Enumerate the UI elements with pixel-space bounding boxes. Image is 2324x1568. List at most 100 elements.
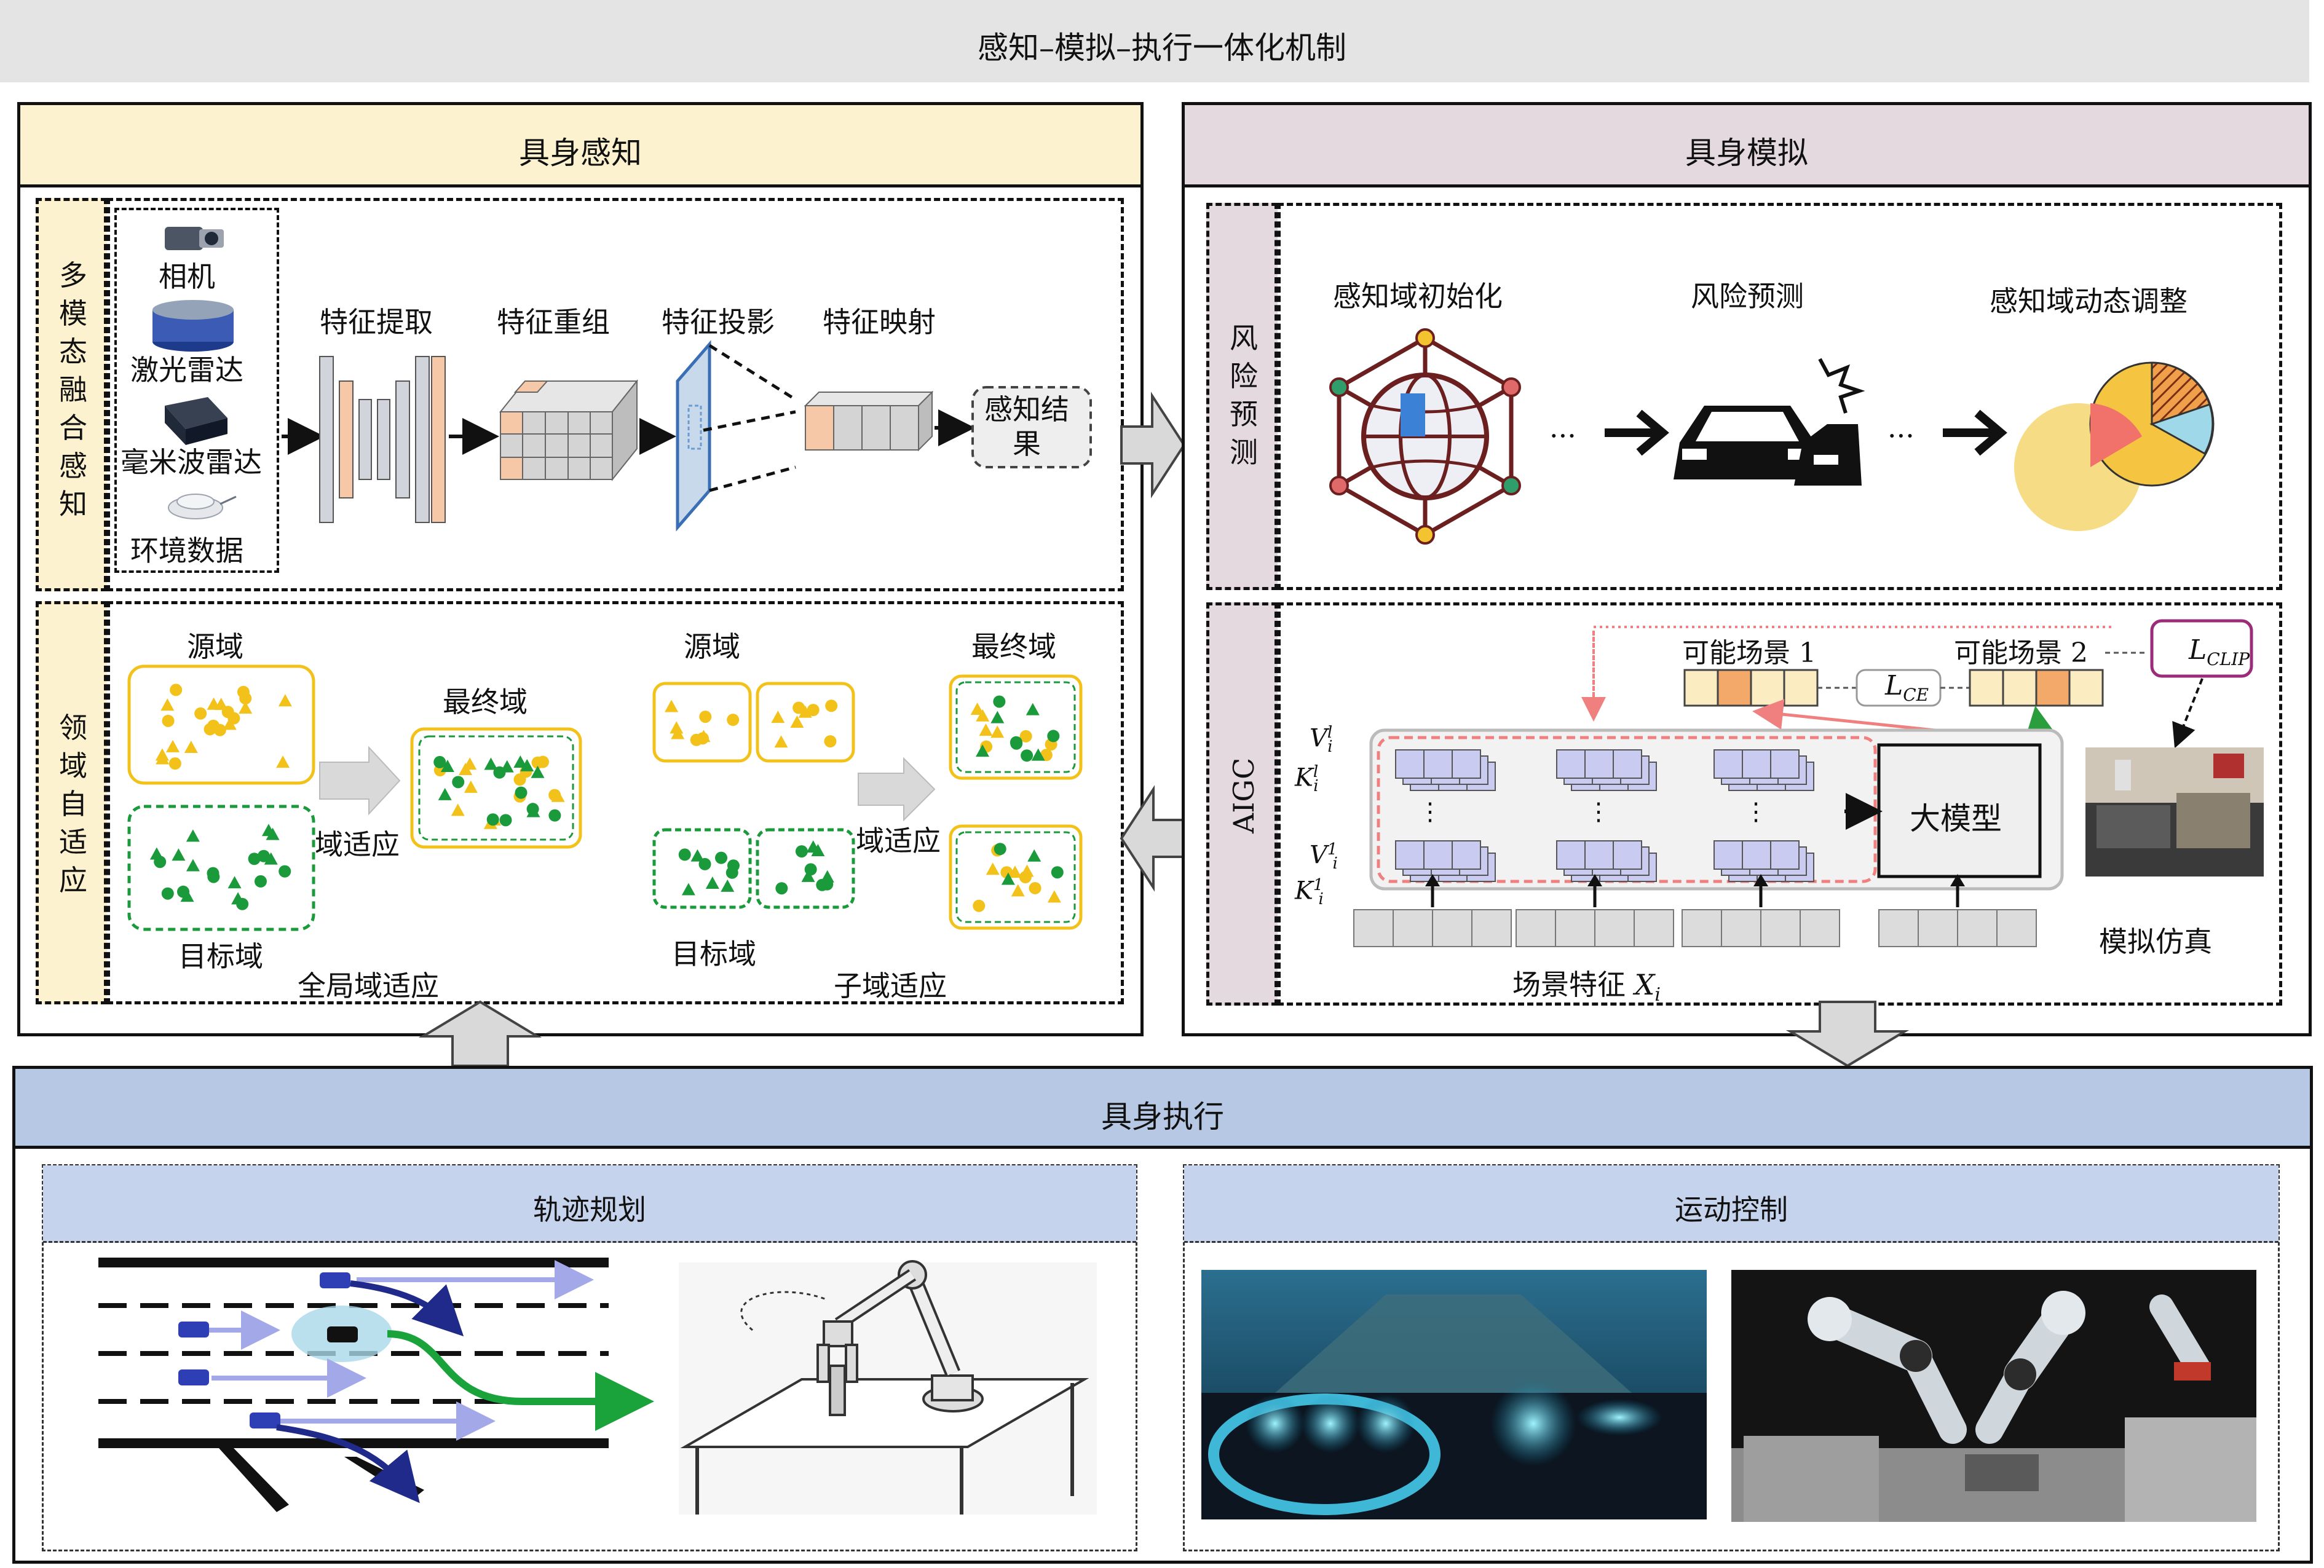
triangle-mark — [771, 711, 785, 723]
sensor-list-box — [114, 208, 279, 573]
triangle-mark — [223, 717, 237, 730]
triangle-mark — [207, 697, 221, 710]
triangle-mark — [1001, 872, 1015, 885]
dot-mark — [515, 786, 528, 799]
arrow-simulation-to-execution — [1785, 1001, 1910, 1068]
triangle-mark — [1031, 748, 1045, 761]
kv-token — [1452, 840, 1481, 870]
kv-token — [1742, 840, 1771, 870]
dot-mark — [795, 845, 808, 858]
triangle-mark — [278, 694, 292, 707]
aigc-box — [1278, 602, 2282, 1006]
scene-feature-token — [1393, 909, 1433, 947]
scene-feature-token — [1594, 909, 1635, 947]
trajectory-header: 轨迹规划 — [43, 1165, 1136, 1243]
dot-mark — [161, 887, 174, 900]
multimodal-box — [107, 198, 1124, 591]
vdots-3: ⋮ — [1744, 798, 1768, 826]
environment-sensor-icon — [168, 494, 237, 519]
scene-feature-token — [1432, 909, 1472, 947]
industrial-robot-image — [1731, 1270, 2256, 1522]
triangle-mark — [970, 703, 984, 715]
perception-header: 具身感知 — [20, 105, 1140, 187]
triangle-mark — [798, 705, 812, 718]
triangle-mark — [231, 892, 245, 905]
dot-mark — [678, 848, 691, 861]
kv-token — [1395, 749, 1425, 779]
arrow-simulation-to-perception — [1120, 785, 1185, 892]
up-arrow-head — [1587, 874, 1602, 886]
camera-icon — [165, 227, 224, 250]
adaptation-box — [107, 601, 1124, 1004]
dot-mark — [775, 882, 788, 895]
triangle-mark — [186, 859, 200, 872]
execution-header: 具身执行 — [15, 1069, 2310, 1149]
dot-mark — [1021, 749, 1034, 762]
stage-feature-reorganize: 特征重组 — [497, 305, 610, 339]
triangle-mark — [264, 852, 278, 865]
k-1-label: K1i — [1295, 876, 1324, 909]
triangle-mark — [160, 698, 175, 711]
simulation-header: 具身模拟 — [1185, 105, 2309, 187]
dot-mark — [993, 695, 1006, 708]
road-trajectory-graphic — [98, 1258, 654, 1512]
motion-box — [1183, 1164, 2280, 1551]
sub-caption: 子域适应 — [834, 969, 947, 1003]
triangle-mark — [438, 787, 452, 800]
sub-target-label: 目标域 — [671, 937, 756, 971]
risk-side-label: 风险预测 — [1206, 203, 1278, 590]
stage-feature-mapping: 特征映射 — [823, 305, 936, 339]
global-source-label: 源域 — [187, 630, 243, 663]
triangle-mark — [464, 780, 478, 793]
trajectory-box — [42, 1164, 1137, 1551]
dot-mark — [526, 803, 539, 816]
motion-header: 运动控制 — [1184, 1165, 2279, 1243]
triangle-mark — [1011, 884, 1025, 897]
kv-token — [1584, 749, 1614, 779]
dot-mark — [1051, 866, 1064, 879]
sensor-lidar: 激光雷达 — [130, 353, 243, 387]
dot-mark — [433, 755, 446, 768]
dot-mark — [499, 814, 512, 827]
triangle-mark — [513, 755, 528, 768]
dot-mark — [168, 757, 181, 770]
dot-mark — [257, 849, 270, 862]
feature-pipeline — [282, 340, 1092, 532]
triangle-mark — [681, 883, 695, 896]
v-l-label: Vli — [1310, 723, 1333, 757]
pie-chart-icon — [2014, 361, 2215, 531]
triangle-mark — [670, 721, 684, 734]
dot-mark — [548, 789, 561, 802]
up-arrow-head — [1753, 874, 1768, 886]
dot-mark — [221, 706, 234, 719]
dot-mark — [697, 732, 709, 745]
kv-token — [1713, 840, 1743, 870]
triangle-mark — [266, 827, 280, 840]
dot-mark — [727, 859, 740, 872]
sub-adapt-label: 域适应 — [856, 824, 941, 857]
kv-token — [1713, 749, 1743, 779]
kv-token — [1584, 840, 1614, 870]
sensor-camera: 相机 — [159, 260, 215, 293]
kv-token — [1423, 749, 1453, 779]
dot-mark — [207, 867, 219, 880]
dot-mark — [994, 843, 1006, 856]
sensor-radar: 毫米波雷达 — [121, 446, 262, 479]
dot-mark — [825, 699, 838, 712]
triangle-mark — [990, 725, 1005, 738]
triangle-mark — [440, 760, 454, 773]
triangle-mark — [986, 862, 1000, 875]
triangle-mark — [1047, 890, 1061, 903]
dot-mark — [824, 735, 837, 748]
dot-mark — [1019, 730, 1032, 743]
stage-feature-extraction: 特征提取 — [320, 305, 433, 339]
triangle-mark — [1026, 703, 1040, 715]
kv-token — [1556, 749, 1586, 779]
sub-source-label: 源域 — [684, 630, 740, 663]
scene-feature-token — [1471, 909, 1512, 947]
robot-arm-sketch — [679, 1260, 1097, 1515]
scene-feature-token — [1957, 909, 1998, 947]
risk-step-init: 感知域初始化 — [1333, 280, 1503, 313]
triangle-mark — [990, 711, 1005, 723]
dot-mark — [279, 865, 291, 878]
